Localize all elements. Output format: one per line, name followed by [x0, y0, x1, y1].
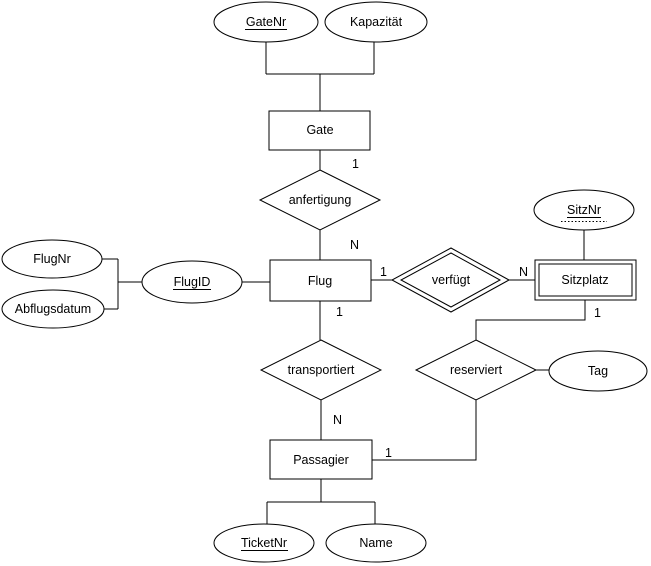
attribute-tag: Tag — [548, 350, 648, 392]
relationship-reserviert-label: reserviert — [450, 363, 503, 377]
attribute-abflugsdatum-shape — [1, 289, 105, 329]
attribute-sitznr-shape — [533, 189, 635, 231]
attribute-abflugsdatum: Abflugsdatum — [1, 289, 105, 329]
entity-gate-shape — [268, 110, 371, 151]
entity-gate-label: Gate — [306, 123, 333, 137]
relationship-reserviert: reserviert — [414, 339, 538, 401]
attribute-flugid: FlugID — [141, 260, 243, 304]
attribute-tag-label: Tag — [588, 364, 608, 378]
entity-flug-label: Flug — [308, 274, 332, 288]
entity-passagier-shape — [269, 439, 373, 480]
cardinality-verfuegt-sitzplatz: N — [519, 265, 528, 279]
attribute-flugnr: FlugNr — [1, 239, 103, 279]
entity-passagier-label: Passagier — [293, 453, 349, 467]
attribute-flugid-label: FlugID — [174, 275, 211, 289]
entity-sitzplatz-outer-shape — [534, 259, 637, 301]
attribute-name-label: Name — [359, 536, 392, 550]
entity-sitzplatz-label: Sitzplatz — [561, 273, 608, 287]
entity-sitzplatz-weak: Sitzplatz — [534, 259, 637, 301]
relationship-reserviert-shape — [414, 339, 538, 401]
relationship-anfertigung-shape — [258, 169, 382, 231]
relationship-transportiert-shape — [259, 339, 383, 401]
attribute-name: Name — [325, 523, 427, 563]
attribute-ticketnr: TicketNr — [213, 523, 315, 563]
attribute-ticketnr-shape — [213, 523, 315, 563]
attribute-gatenr-label: GateNr — [246, 15, 286, 29]
relationship-verfuegt-inner-shape — [399, 252, 502, 308]
attribute-gatenr-shape — [213, 1, 319, 43]
relationship-verfuegt-label: verfügt — [432, 273, 471, 287]
cardinality-gate-anfertigung: 1 — [352, 157, 359, 171]
connector-reserviert-passagier — [372, 400, 477, 461]
entity-flug: Flug — [269, 259, 372, 302]
attribute-name-shape — [325, 523, 427, 563]
attribute-sitznr: SitzNr — [533, 189, 635, 231]
entity-flug-shape — [269, 259, 372, 302]
cardinality-sitzplatz-reserviert: 1 — [594, 306, 601, 320]
relationship-anfertigung-label: anfertigung — [289, 193, 352, 207]
cardinality-transportiert-passagier: N — [333, 413, 342, 427]
attribute-flugnr-shape — [1, 239, 103, 279]
cardinality-anfertigung-flug: N — [350, 238, 359, 252]
relationship-anfertigung: anfertigung — [258, 169, 382, 231]
cardinality-reserviert-passagier: 1 — [385, 446, 392, 460]
cardinality-flug-verfuegt: 1 — [380, 265, 387, 279]
attribute-kapazitaet-shape — [324, 1, 428, 43]
attribute-tag-shape — [548, 350, 648, 392]
attribute-gatenr: GateNr — [213, 1, 319, 43]
attribute-sitznr-label: SitzNr — [567, 203, 601, 217]
attribute-flugid-shape — [141, 260, 243, 304]
relationship-transportiert: transportiert — [259, 339, 383, 401]
connector-sitzplatz-reserviert — [475, 300, 586, 340]
attribute-ticketnr-label: TicketNr — [241, 536, 287, 550]
attribute-flugnr-label: FlugNr — [33, 252, 71, 266]
entity-passagier: Passagier — [269, 439, 373, 480]
attribute-kapazitaet: Kapazität — [324, 1, 428, 43]
relationship-verfuegt-outer-shape — [390, 247, 511, 313]
entity-sitzplatz-inner-shape — [538, 263, 633, 297]
attribute-abflugsdatum-label: Abflugsdatum — [15, 302, 91, 316]
entity-gate: Gate — [268, 110, 371, 151]
attribute-kapazitaet-label: Kapazität — [350, 15, 403, 29]
relationship-transportiert-label: transportiert — [288, 363, 355, 377]
relationship-verfuegt-identifying: verfügt — [390, 247, 511, 313]
cardinality-flug-transportiert: 1 — [336, 305, 343, 319]
